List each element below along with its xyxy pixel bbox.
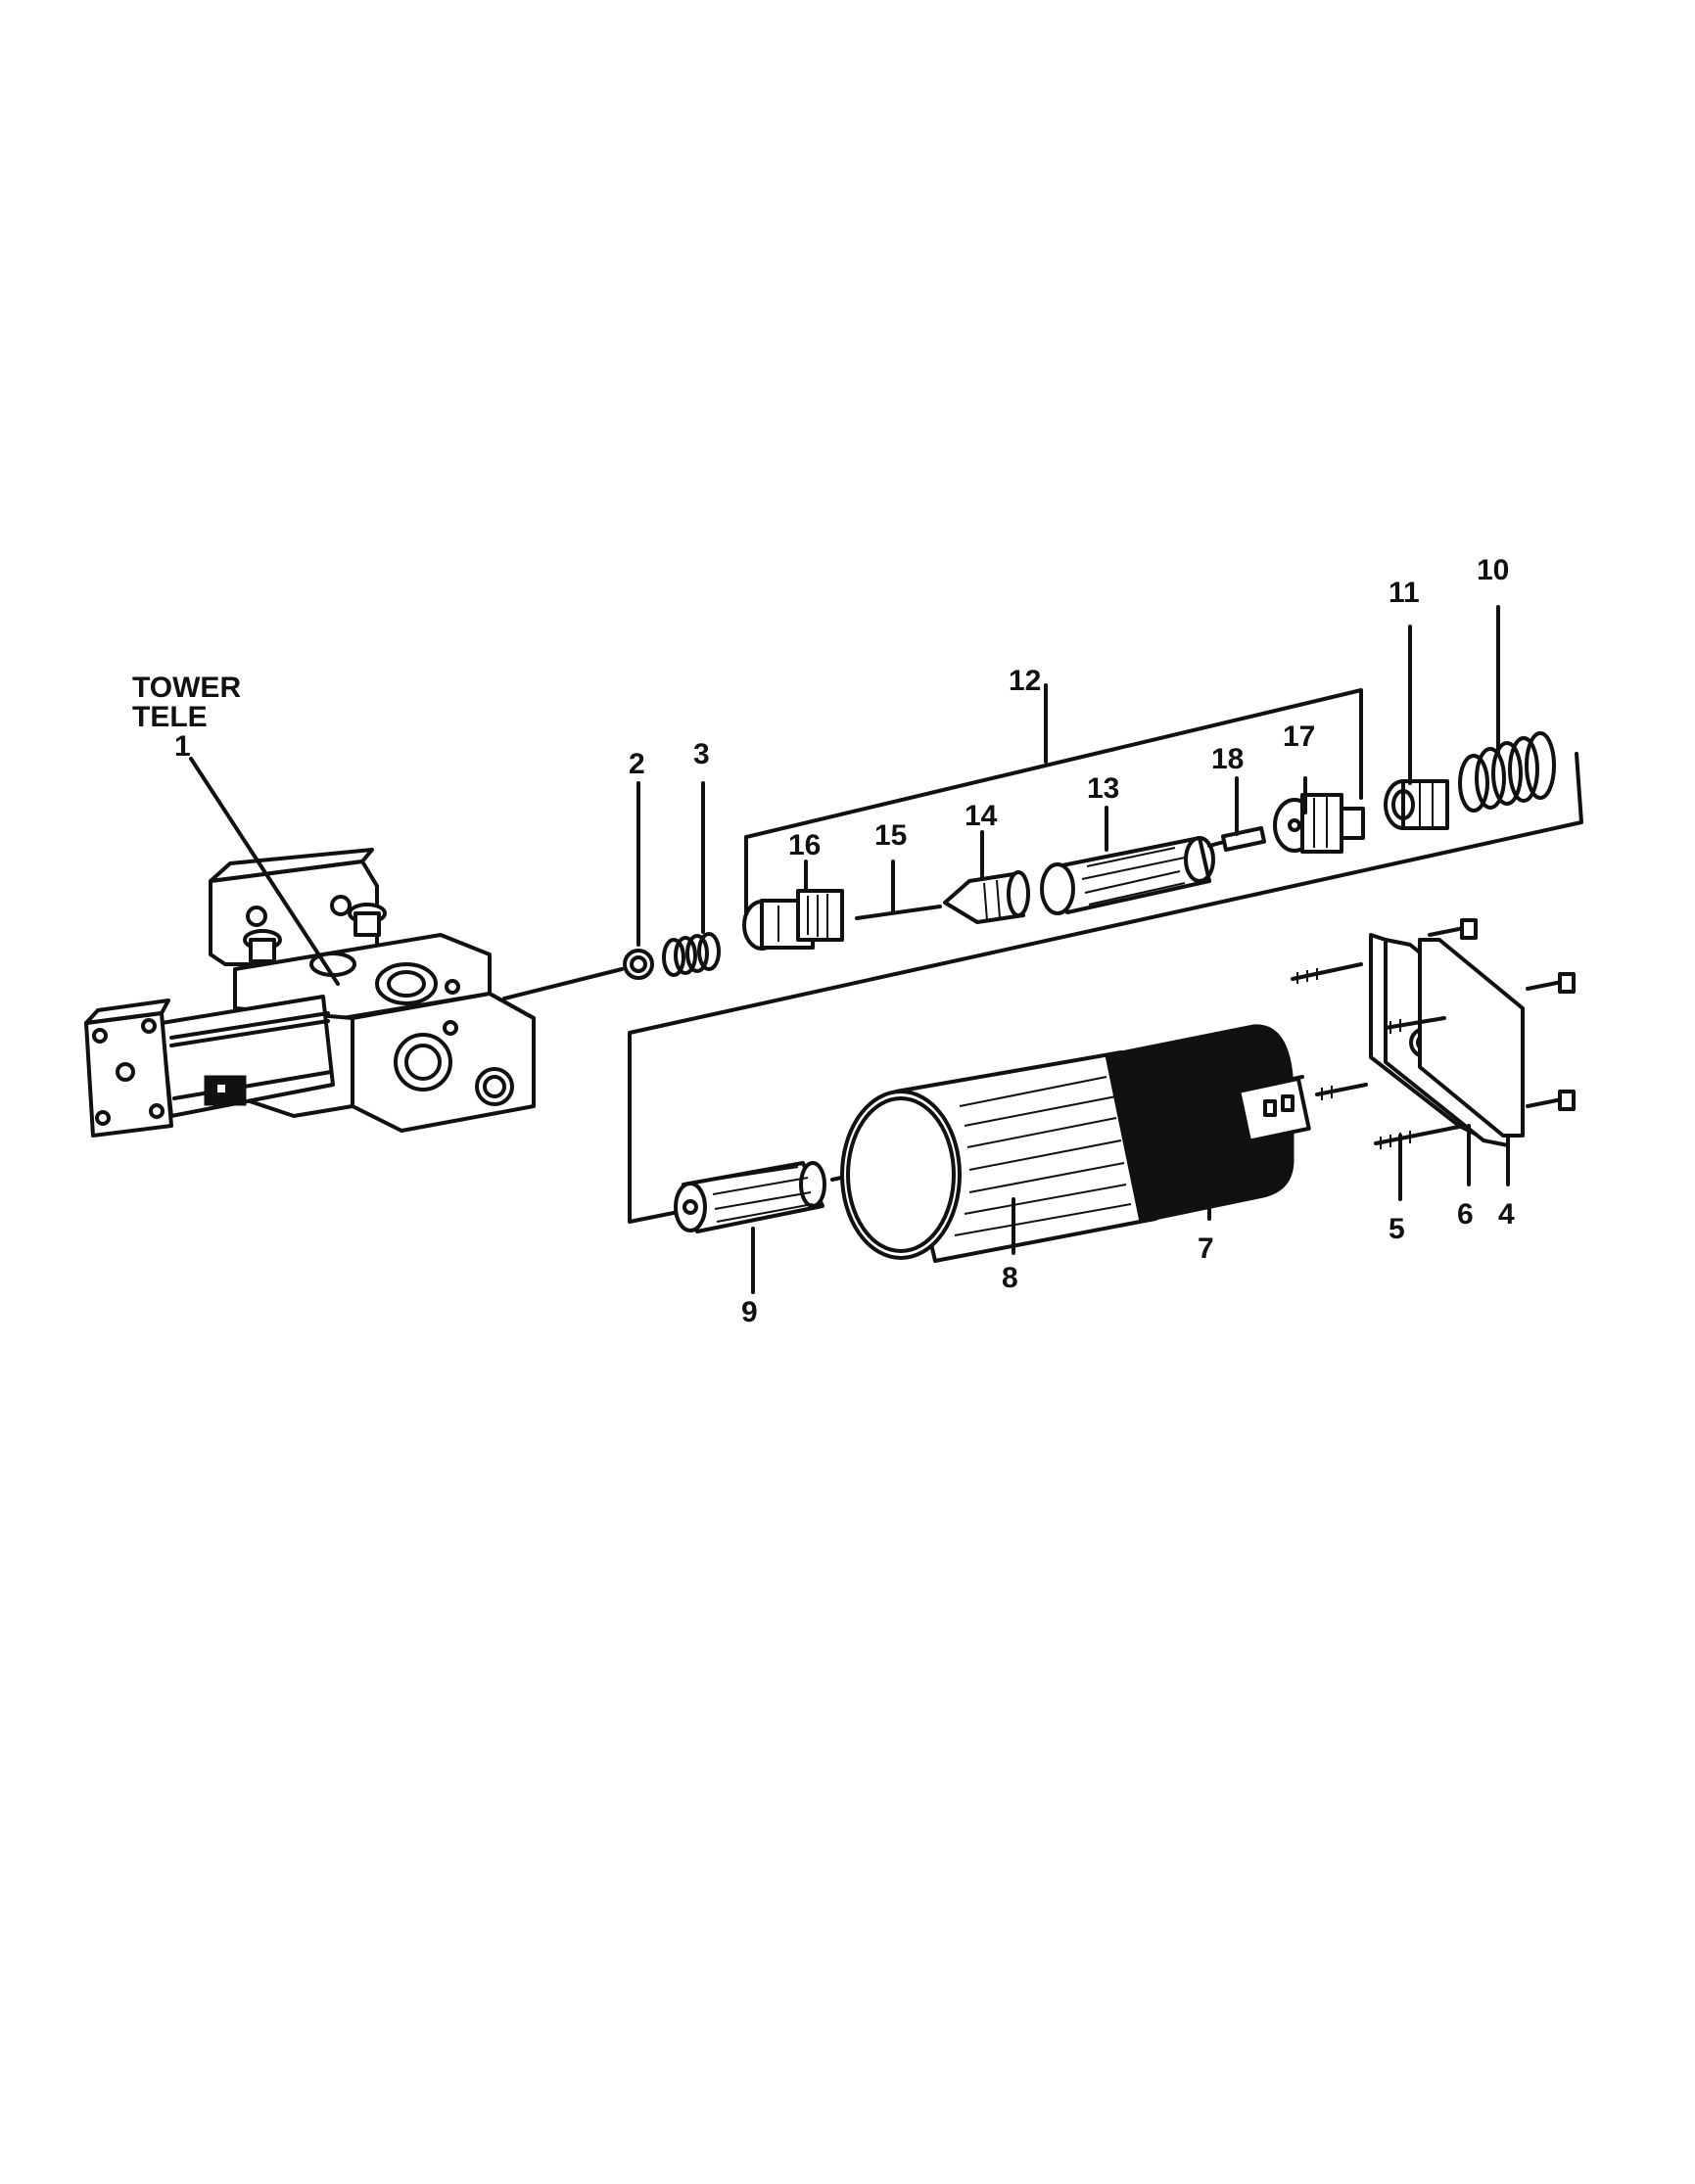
callout-11: 11: [1389, 577, 1420, 609]
part-8-coil-tube: [840, 1050, 1157, 1263]
part-18-fitting: [1207, 825, 1267, 853]
part-5-studs: [1291, 926, 1564, 1149]
callout-5: 5: [1389, 1213, 1405, 1245]
callout-1: 1: [174, 730, 191, 763]
callout-15: 15: [874, 819, 907, 852]
part-2-seal-ring: [623, 949, 654, 980]
part-9-plunger: [674, 1161, 826, 1233]
callout-4: 4: [1498, 1198, 1515, 1231]
part-17-end-cap: [1273, 793, 1365, 854]
callout-14: 14: [965, 800, 998, 832]
callout-2: 2: [629, 748, 645, 780]
callout-18: 18: [1211, 743, 1244, 775]
callout-13: 13: [1087, 772, 1119, 805]
nuts: [1460, 918, 1576, 1111]
part-15-pin: [855, 905, 942, 920]
callout-9: 9: [741, 1296, 758, 1328]
callout-12: 12: [1009, 665, 1041, 697]
assembly-label-line1: TOWER: [132, 672, 241, 704]
part-10-spring: [1458, 731, 1556, 813]
leader-lines: [189, 605, 1510, 1294]
assembly-label-line2: TELE: [132, 701, 208, 733]
part-13-sleeve: [1040, 836, 1215, 915]
part-11-seat: [1384, 779, 1449, 830]
part-4-washer-plate: [1418, 938, 1525, 1138]
assembly-12-frame: [744, 688, 1363, 932]
callout-8: 8: [1002, 1262, 1018, 1294]
part-16-cage: [742, 889, 844, 951]
axis-line-body: [502, 967, 624, 1000]
callout-6: 6: [1457, 1198, 1474, 1231]
valve-body: [84, 848, 536, 1138]
part-7-coil: [1105, 1024, 1311, 1224]
callout-10: 10: [1477, 554, 1509, 586]
callout-17: 17: [1283, 720, 1315, 753]
callout-3: 3: [693, 738, 710, 770]
part-14-poppet: [943, 870, 1030, 924]
callout-7: 7: [1198, 1232, 1214, 1265]
part-3-spring: [662, 932, 721, 977]
callout-16: 16: [788, 829, 821, 861]
